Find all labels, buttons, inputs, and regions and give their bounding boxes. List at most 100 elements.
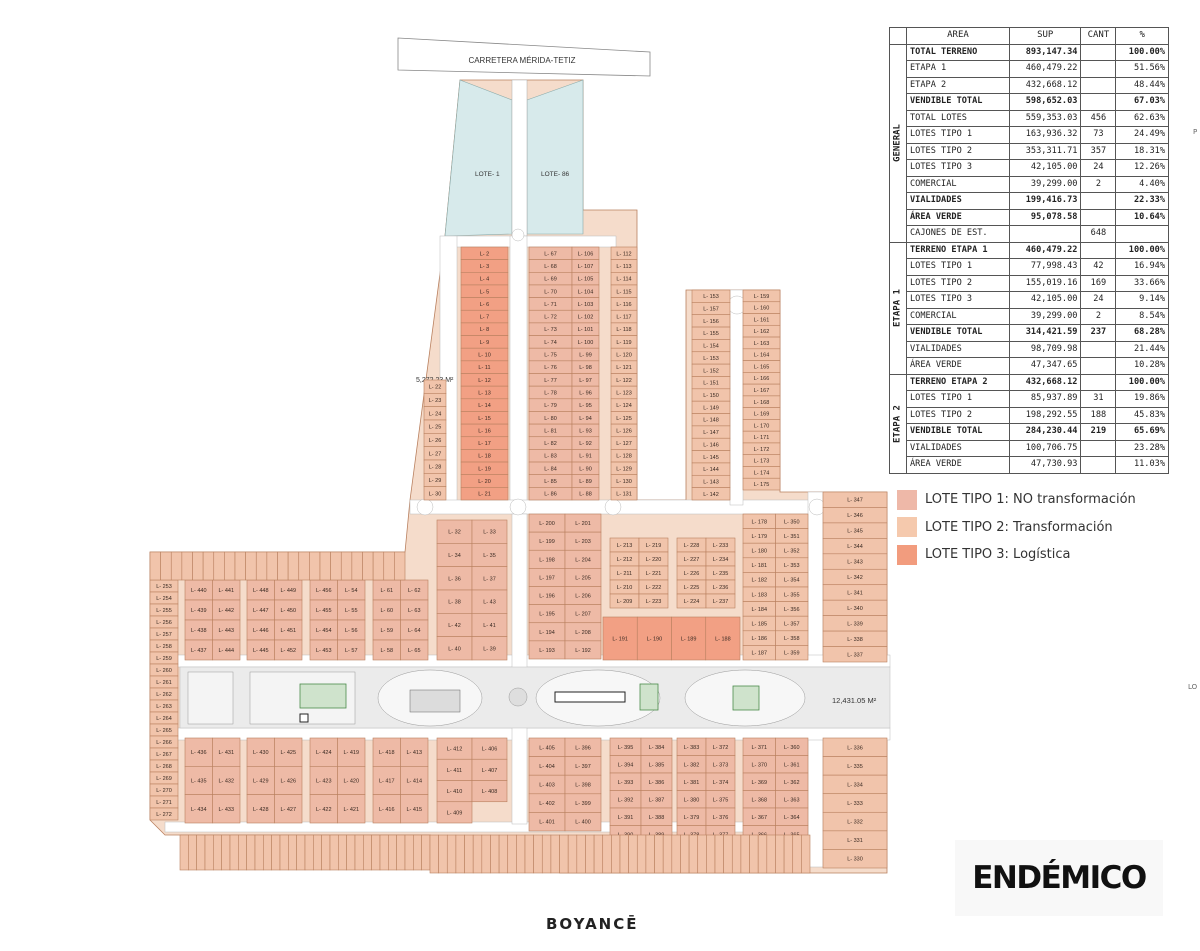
lot-parcel[interactable] [460, 487, 509, 501]
lot-parcel[interactable] [337, 766, 366, 795]
lot-parcel[interactable] [706, 834, 716, 874]
lot-parcel[interactable] [229, 834, 239, 871]
lot-parcel[interactable] [421, 834, 431, 871]
lot-parcel[interactable] [287, 551, 300, 581]
lot-parcel[interactable] [321, 834, 331, 871]
lot-parcel[interactable] [783, 834, 794, 874]
lot-parcel[interactable] [213, 834, 222, 871]
lot-parcel[interactable] [602, 616, 638, 661]
lot-parcel[interactable] [212, 794, 241, 824]
lot-parcel[interactable] [766, 834, 776, 874]
lot-parcel[interactable] [775, 834, 785, 874]
lot-parcel[interactable] [455, 834, 465, 874]
lot-parcel[interactable] [184, 766, 213, 795]
lot-parcel[interactable] [619, 834, 629, 874]
lot-parcel[interactable] [636, 616, 672, 661]
lot-parcel[interactable] [337, 737, 366, 767]
lot-parcel[interactable] [234, 551, 246, 581]
lot-parcel[interactable] [396, 834, 406, 871]
lot-parcel[interactable] [723, 834, 733, 874]
lot-parcel[interactable] [571, 487, 600, 501]
lot-parcel[interactable] [742, 477, 781, 491]
lot-parcel[interactable] [362, 551, 374, 581]
lot-parcel[interactable] [274, 794, 303, 824]
lot-parcel[interactable] [638, 593, 669, 609]
lot-parcel[interactable] [346, 834, 356, 871]
lot-parcel[interactable] [204, 834, 214, 871]
lot-parcel[interactable] [388, 834, 397, 871]
lot-parcel[interactable] [246, 834, 256, 871]
lot-parcel[interactable] [184, 737, 213, 767]
lot-parcel[interactable] [400, 737, 429, 767]
lot-parcel[interactable] [550, 834, 560, 874]
lot-parcel[interactable] [691, 487, 731, 501]
lot-parcel[interactable] [559, 834, 569, 874]
lot-parcel[interactable] [671, 834, 681, 874]
lot-parcel[interactable] [636, 834, 647, 874]
lot-parcel[interactable] [354, 834, 364, 871]
lot-parcel[interactable] [213, 551, 225, 581]
lot-parcel[interactable] [309, 737, 338, 767]
lot-parcel[interactable] [277, 551, 289, 581]
lot-parcel[interactable] [184, 794, 213, 824]
lot-parcel[interactable] [372, 737, 401, 767]
lot-parcel[interactable] [181, 551, 193, 581]
lot-parcel[interactable] [749, 834, 759, 874]
lot-parcel[interactable] [593, 834, 604, 874]
lot-parcel[interactable] [533, 834, 543, 874]
lot-parcel[interactable] [337, 794, 366, 824]
lot-parcel[interactable] [149, 551, 161, 581]
lot-parcel[interactable] [602, 834, 612, 874]
lot-parcel[interactable] [304, 834, 314, 871]
lot-parcel[interactable] [371, 834, 381, 871]
lot-parcel[interactable] [309, 551, 321, 581]
lot-parcel[interactable] [212, 639, 241, 661]
lot-parcel[interactable] [351, 551, 363, 581]
lot-parcel[interactable] [490, 834, 500, 874]
lot-parcel[interactable] [404, 834, 414, 871]
lot-parcel[interactable] [438, 834, 448, 874]
lot-parcel[interactable] [170, 551, 183, 581]
lot-parcel[interactable] [576, 834, 586, 874]
lot-parcel[interactable] [319, 551, 331, 581]
lot-parcel[interactable] [822, 849, 888, 869]
lot-parcel[interactable] [662, 834, 673, 874]
lot-parcel[interactable] [524, 834, 534, 874]
lot-parcel[interactable] [383, 551, 395, 581]
lot-parcel[interactable] [394, 551, 406, 581]
lot-parcel[interactable] [266, 551, 278, 581]
lot-parcel[interactable] [757, 834, 768, 874]
lot-parcel[interactable] [329, 834, 339, 871]
lot-parcel[interactable] [429, 834, 439, 874]
lot-parcel[interactable] [471, 636, 508, 661]
lot-parcel[interactable] [254, 834, 264, 871]
lot-parcel[interactable] [822, 646, 888, 663]
lot-parcel[interactable] [792, 834, 802, 874]
lot-parcel[interactable] [801, 834, 811, 874]
lot-parcel[interactable] [372, 551, 385, 581]
lot-parcel[interactable] [423, 486, 447, 501]
lot-parcel[interactable] [149, 807, 179, 821]
lot-parcel[interactable] [413, 834, 422, 871]
lot-parcel[interactable] [567, 834, 578, 874]
lot-parcel[interactable] [541, 834, 552, 874]
lot-parcel[interactable] [274, 639, 303, 661]
lot-parcel[interactable] [731, 834, 742, 874]
lot-parcel[interactable] [471, 780, 508, 803]
lot-parcel[interactable] [274, 766, 303, 795]
lot-parcel[interactable] [188, 834, 197, 871]
lot-parcel[interactable] [202, 551, 215, 581]
lot-parcel[interactable] [775, 645, 809, 661]
lot-parcel[interactable] [255, 551, 268, 581]
lot-parcel[interactable] [298, 551, 310, 581]
lot-parcel[interactable] [400, 766, 429, 795]
lot-parcel[interactable] [400, 794, 429, 824]
lot-parcel[interactable] [714, 834, 724, 874]
lot-parcel[interactable] [337, 639, 366, 661]
lot-parcel[interactable] [611, 834, 621, 874]
lot-parcel[interactable] [688, 834, 699, 874]
lot-parcel[interactable] [436, 801, 473, 824]
lot-parcel[interactable] [363, 834, 372, 871]
lot-parcel[interactable] [245, 551, 257, 581]
lot-parcel[interactable] [697, 834, 707, 874]
